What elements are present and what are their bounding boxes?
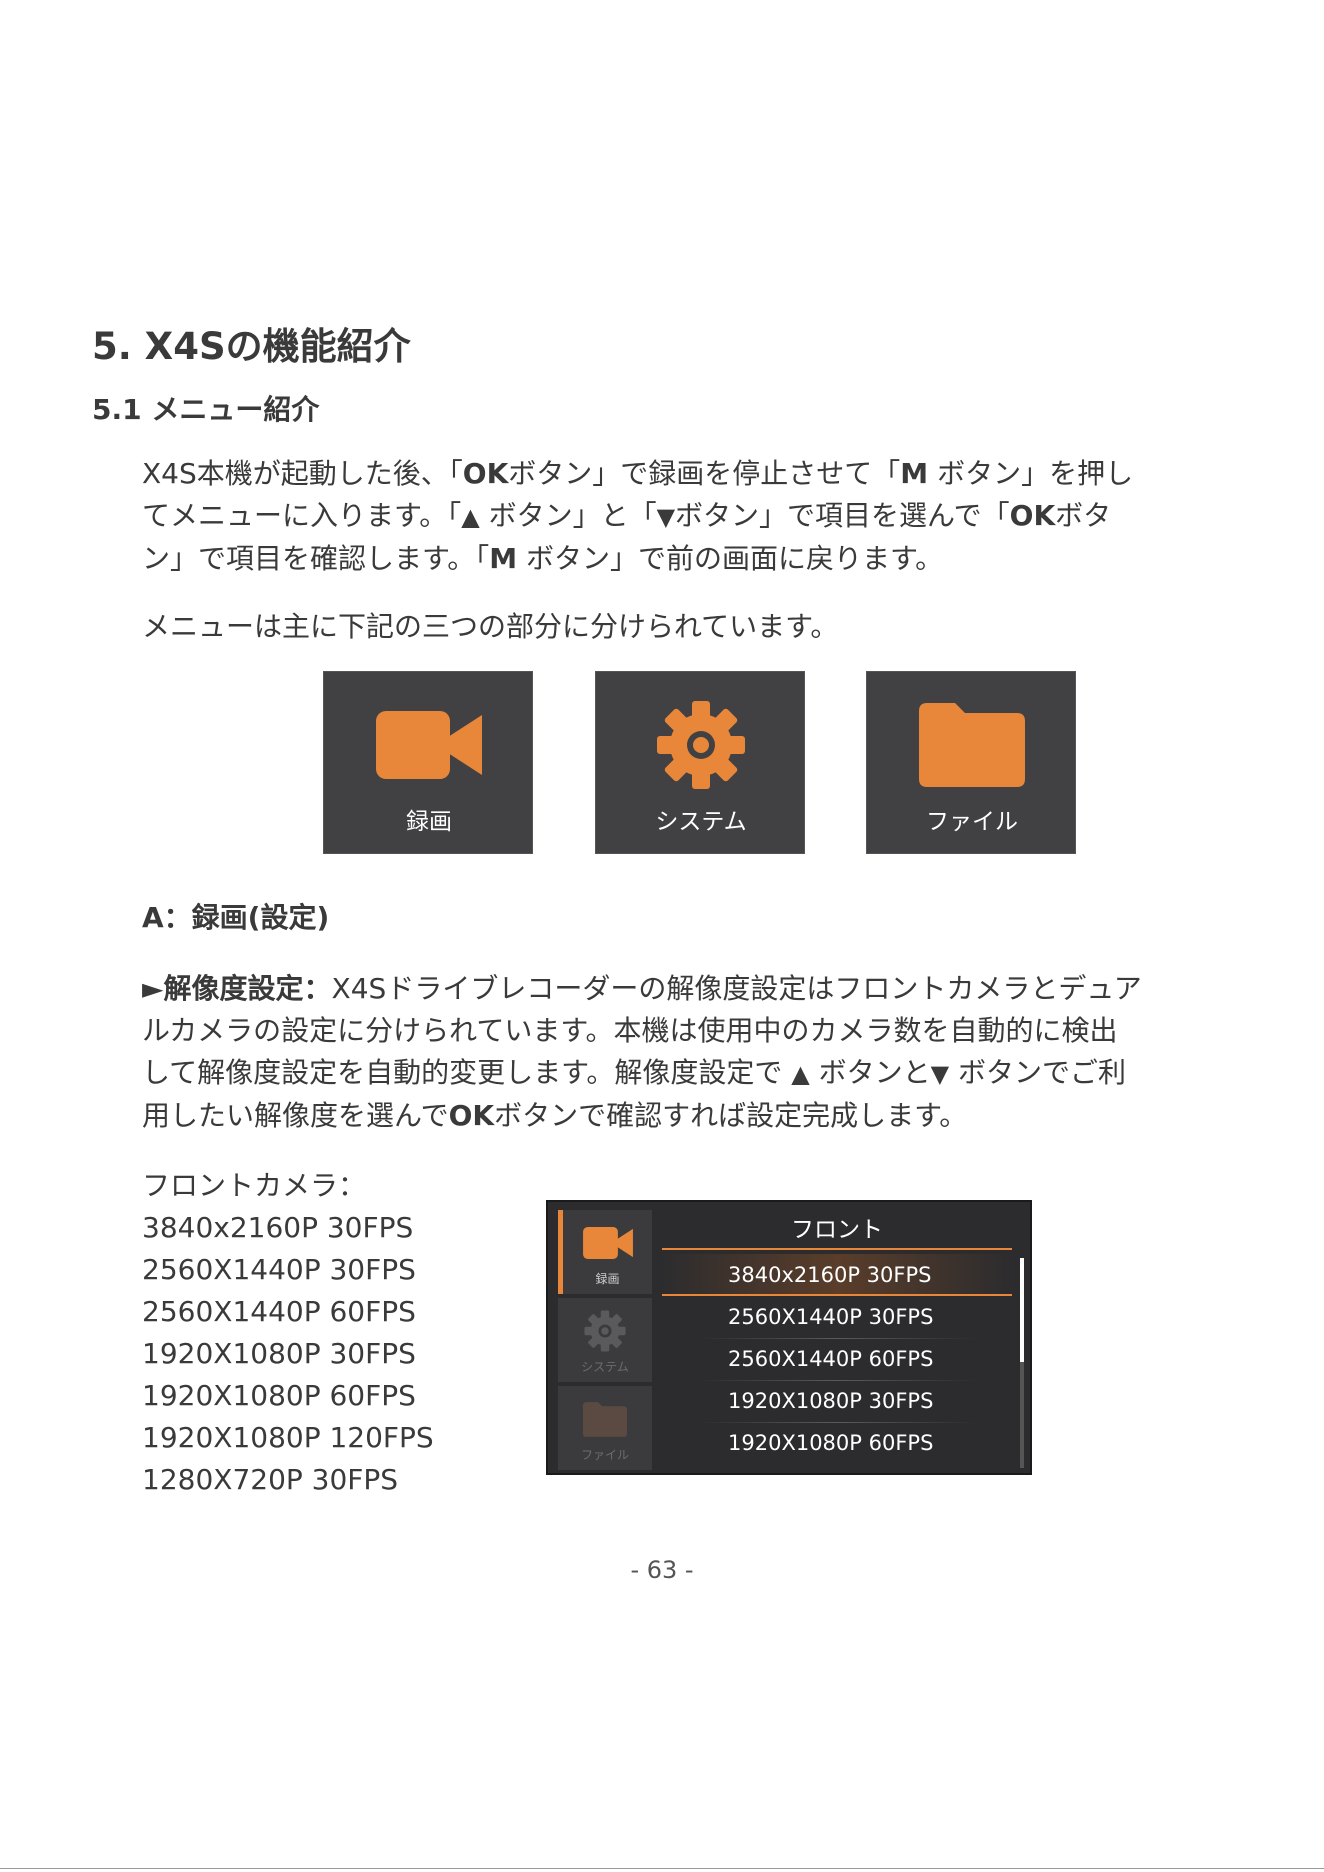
screen-sidebar-file[interactable]: ファイル — [558, 1386, 652, 1470]
intro-line-2: てメニューに入ります。「▲ ボタン」と「▼ボタン」で項目を選んで「OKボタ — [142, 495, 1232, 538]
option-separator — [698, 1338, 978, 1339]
page-number: - 63 - — [630, 1556, 694, 1584]
text: ボタン」と「 — [479, 499, 657, 532]
text: ボタンでご利 — [949, 1056, 1127, 1089]
up-arrow-icon: ▲ — [461, 503, 480, 531]
down-arrow-icon: ▼ — [656, 503, 676, 531]
text: ボタン」で項目を選んで「 — [675, 499, 1010, 532]
m-key-label: M — [900, 457, 929, 490]
front-camera-label: フロントカメラ： — [142, 1169, 367, 1202]
resolution-item: 1280X720P 30FPS — [142, 1463, 399, 1496]
screen-option-selected[interactable]: 3840x2160P 30FPS — [662, 1254, 1012, 1296]
menu-tile-label: ファイル — [926, 809, 1018, 835]
text: ボタン」で録画を停止させて「 — [508, 457, 901, 490]
gear-icon — [558, 1308, 652, 1354]
text: てメニューに入ります。「 — [142, 499, 462, 532]
m-key-label: M — [489, 542, 518, 575]
screen-sidebar-label: システム — [581, 1360, 629, 1374]
resolution-item: 1920X1080P 60FPS — [142, 1379, 416, 1412]
resolution-item: 3840x2160P 30FPS — [142, 1211, 414, 1244]
front-resolution-list: フロントカメラ： 3840x2160P 30FPS 2560X1440P 30F… — [142, 1165, 434, 1501]
text: X4S本機が起動した後、「 — [142, 457, 463, 490]
screen-title: フロント — [791, 1217, 883, 1243]
resolution-line-2: ルカメラの設定に分けられています。本機は使用中のカメラ数を自動的に検出 — [142, 1014, 1118, 1047]
resolution-item: 1920X1080P 120FPS — [142, 1421, 434, 1454]
screen-scrollbar-thumb[interactable] — [1020, 1258, 1024, 1362]
ok-key-label: OK — [462, 457, 509, 490]
resolution-paragraph: ►解像度設定：X4Sドライブレコーダーの解像度設定はフロントカメラとデュア ルカ… — [142, 968, 1232, 1137]
resolution-line-4: 用したい解像度を選んでOKボタンで確認すれば設定完成します。 — [142, 1095, 1232, 1137]
text: ボタンで確認すれば設定完成します。 — [494, 1099, 968, 1132]
bottom-rule — [0, 1868, 1324, 1869]
screen-sidebar-label: ファイル — [580, 1448, 629, 1462]
text: して解像度設定を自動的変更します。解像度設定で — [142, 1056, 792, 1089]
text: ボタン」で前の画面に戻ります。 — [517, 542, 944, 575]
resolution-line-1: ►解像度設定：X4Sドライブレコーダーの解像度設定はフロントカメラとデュア — [142, 968, 1232, 1010]
video-camera-icon — [563, 1220, 652, 1266]
screen-sidebar-system[interactable]: システム — [558, 1298, 652, 1382]
menu-tile-label: システム — [655, 809, 747, 835]
menu-tile-label: 録画 — [406, 809, 452, 835]
menu-tile-record[interactable]: 録画 — [323, 671, 533, 854]
down-arrow-icon: ▼ — [930, 1060, 950, 1088]
ok-key-label: OK — [1009, 499, 1056, 532]
screen-option[interactable]: 1920X1080P 60FPS — [728, 1431, 934, 1455]
folder-icon — [558, 1396, 652, 1442]
subsection-heading: 5.1 メニュー紹介 — [92, 393, 320, 426]
title-underline — [662, 1248, 1012, 1250]
menu-tile-file[interactable]: ファイル — [866, 671, 1076, 854]
section-heading: 5. X4Sの機能紹介 — [92, 325, 411, 368]
device-screen: 録画 — [546, 1200, 1032, 1475]
screen-sidebar-label: 録画 — [595, 1272, 620, 1286]
intro-line-1: X4S本機が起動した後、「OKボタン」で録画を停止させて「M ボタン」を押し — [142, 453, 1232, 495]
ok-key-label: OK — [448, 1099, 495, 1132]
screen-option[interactable]: 1920X1080P 30FPS — [728, 1389, 934, 1413]
resolution-item: 2560X1440P 30FPS — [142, 1253, 416, 1286]
up-arrow-icon: ▲ — [791, 1060, 810, 1088]
menu-tile-system[interactable]: システム — [595, 671, 805, 854]
intro-paragraph: X4S本機が起動した後、「OKボタン」で録画を停止させて「M ボタン」を押し て… — [142, 453, 1232, 580]
screen-option[interactable]: 2560X1440P 60FPS — [728, 1347, 934, 1371]
text: ボタ — [1055, 499, 1112, 532]
resolution-item: 1920X1080P 30FPS — [142, 1337, 416, 1370]
gear-icon — [596, 700, 806, 790]
text: ン」で項目を確認します。「 — [142, 542, 490, 575]
resolution-label: ►解像度設定： — [142, 972, 332, 1005]
option-separator — [698, 1422, 978, 1423]
resolution-item: 2560X1440P 60FPS — [142, 1295, 416, 1328]
video-camera-icon — [324, 700, 534, 790]
text: ボタンと — [809, 1056, 931, 1089]
folder-icon — [867, 700, 1077, 790]
screen-sidebar-record[interactable]: 録画 — [558, 1210, 652, 1294]
intro-line-3: ン」で項目を確認します。「M ボタン」で前の画面に戻ります。 — [142, 538, 1232, 580]
text: 用したい解像度を選んで — [142, 1099, 449, 1132]
section-a-heading: A：録画(設定) — [142, 901, 330, 934]
screen-scrollbar[interactable] — [1020, 1258, 1024, 1468]
screen-option[interactable]: 2560X1440P 30FPS — [728, 1305, 934, 1329]
option-separator — [698, 1380, 978, 1381]
text: X4Sドライブレコーダーの解像度設定はフロントカメラとデュア — [331, 972, 1142, 1005]
resolution-line-3: して解像度設定を自動的変更します。解像度設定で ▲ ボタンと▼ ボタンでご利 — [142, 1052, 1232, 1095]
sections-intro: メニューは主に下記の三つの部分に分けられています。 — [142, 610, 839, 643]
text: ボタン」を押し — [928, 457, 1134, 490]
